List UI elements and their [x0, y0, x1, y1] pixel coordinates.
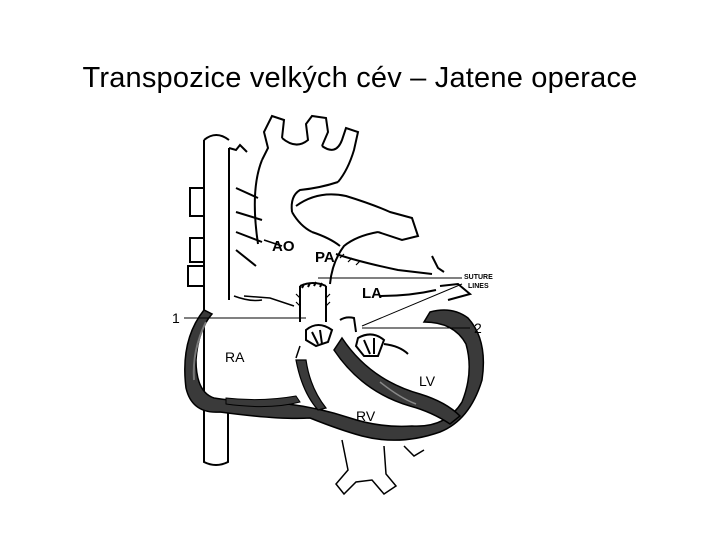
pulmonary-vein-stubs: [188, 188, 262, 286]
heart-outer-wall: [185, 310, 484, 440]
right-ventricle-wall: [226, 360, 326, 410]
label-suture-2: LINES: [468, 283, 489, 290]
label-la: LA: [362, 285, 382, 302]
callout-number-2: 2: [474, 320, 482, 336]
valves: [306, 317, 408, 356]
aortic-arch: [255, 116, 358, 244]
label-pa: PA: [315, 249, 335, 266]
suture-tube: [300, 282, 326, 322]
label-ao: AO: [272, 238, 295, 255]
label-ra: RA: [225, 349, 245, 365]
left-atrium-outline: [336, 254, 470, 300]
label-suture-1: SUTURE: [464, 274, 493, 281]
label-lv: LV: [419, 373, 436, 389]
vena-cava: [204, 135, 247, 465]
callout-number-1: 1: [172, 310, 180, 326]
label-rv: RV: [356, 408, 376, 424]
ventricular-septum: [334, 338, 460, 424]
